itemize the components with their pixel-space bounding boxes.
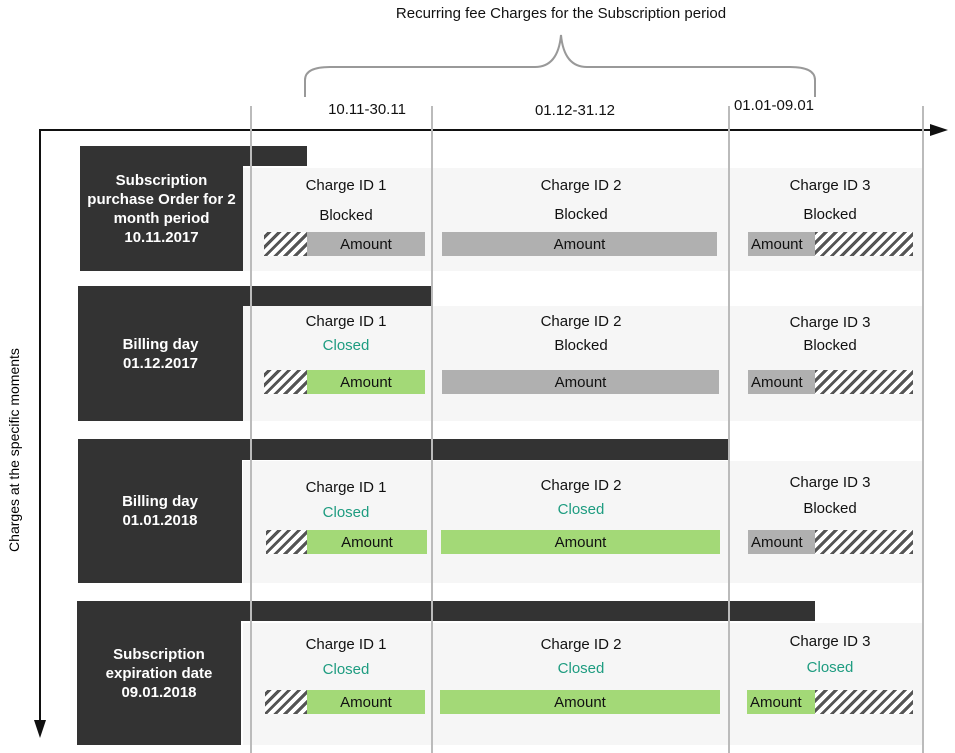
charge-title: Charge ID 3 bbox=[789, 177, 871, 194]
row-panel bbox=[243, 306, 923, 421]
charge-status: Closed bbox=[557, 501, 605, 518]
charge-title: Charge ID 2 bbox=[540, 177, 622, 194]
brace bbox=[304, 34, 816, 97]
moment-box: Subscription purchase Order for 2 month … bbox=[80, 146, 243, 271]
amount-bar: Amount bbox=[442, 370, 719, 394]
amount-label: Amount bbox=[751, 373, 803, 391]
amount-label: Amount bbox=[554, 533, 607, 551]
charge-title: Charge ID 1 bbox=[305, 177, 387, 194]
charge-status: Closed bbox=[322, 661, 370, 678]
period-boundary bbox=[431, 106, 433, 753]
amount-bar: Amount bbox=[441, 530, 720, 554]
period-boundary bbox=[728, 106, 730, 753]
charge-title: Charge ID 3 bbox=[789, 474, 871, 491]
hatched-remainder bbox=[815, 530, 913, 554]
amount-label: Amount bbox=[554, 373, 607, 391]
x-axis-arrow bbox=[930, 124, 948, 136]
charge-status: Blocked bbox=[803, 337, 857, 354]
charge-status: Blocked bbox=[554, 337, 608, 354]
amount-label: Amount bbox=[554, 693, 606, 711]
y-axis-arrow bbox=[34, 720, 46, 738]
timeline-bar bbox=[77, 601, 815, 621]
row-panel bbox=[243, 461, 923, 583]
moment-box: Billing day 01.01.2018 bbox=[78, 439, 242, 583]
charge-status: Blocked bbox=[803, 500, 857, 517]
charge-status: Closed bbox=[806, 659, 854, 676]
amount-label: Amount bbox=[341, 533, 393, 551]
charge-title: Charge ID 1 bbox=[305, 313, 387, 330]
hatched-remainder bbox=[815, 232, 913, 256]
amount-bar: Amount bbox=[307, 232, 425, 256]
hatched-remainder bbox=[266, 530, 307, 554]
period-label: 10.11-30.11 bbox=[328, 101, 406, 118]
hatched-remainder bbox=[815, 370, 913, 394]
period-label: 01.01-09.01 bbox=[733, 97, 815, 114]
hatched-remainder bbox=[265, 690, 307, 714]
amount-bar: Amount bbox=[440, 690, 720, 714]
hatched-remainder bbox=[264, 232, 307, 256]
period-label: 01.12-31.12 bbox=[534, 102, 616, 119]
moment-label: Billing day 01.12.2017 bbox=[122, 335, 199, 372]
amount-label: Amount bbox=[340, 693, 392, 711]
amount-label: Amount bbox=[750, 693, 802, 711]
amount-label: Amount bbox=[340, 235, 392, 253]
moment-label: Billing day 01.01.2018 bbox=[122, 493, 198, 529]
charge-title: Charge ID 2 bbox=[540, 477, 622, 494]
charge-status: Closed bbox=[557, 660, 605, 677]
charge-title: Charge ID 3 bbox=[789, 314, 871, 331]
amount-label: Amount bbox=[553, 235, 606, 253]
amount-bar: Amount bbox=[748, 530, 815, 554]
amount-bar: Amount bbox=[748, 370, 815, 394]
moment-box: Subscription expiration date 09.01.2018 bbox=[77, 601, 241, 745]
y-axis-label: Charges at the specific moments bbox=[6, 348, 22, 552]
amount-bar: Amount bbox=[307, 370, 425, 394]
period-boundary bbox=[250, 106, 252, 753]
amount-label: Amount bbox=[340, 373, 392, 391]
charge-status: Closed bbox=[322, 337, 370, 354]
row-panel bbox=[243, 623, 923, 745]
amount-bar: Amount bbox=[747, 690, 815, 714]
charge-status: Blocked bbox=[319, 207, 373, 224]
moment-label: Subscription expiration date 09.01.2018 bbox=[105, 645, 213, 701]
charge-title: Charge ID 3 bbox=[789, 633, 871, 650]
charge-status: Blocked bbox=[803, 206, 857, 223]
charge-status: Closed bbox=[322, 504, 370, 521]
charge-title: Charge ID 2 bbox=[540, 636, 622, 653]
period-boundary bbox=[922, 106, 924, 753]
amount-bar: Amount bbox=[307, 690, 425, 714]
charge-title: Charge ID 1 bbox=[305, 479, 387, 496]
diagram-title: Recurring fee Charges for the Subscripti… bbox=[395, 5, 727, 22]
hatched-remainder bbox=[815, 690, 913, 714]
hatched-remainder bbox=[264, 370, 307, 394]
amount-bar: Amount bbox=[307, 530, 427, 554]
charge-status: Blocked bbox=[554, 206, 608, 223]
moment-box: Billing day 01.12.2017 bbox=[78, 286, 243, 421]
moment-label: Subscription purchase Order for 2 month … bbox=[87, 171, 236, 246]
amount-bar: Amount bbox=[442, 232, 717, 256]
charge-title: Charge ID 1 bbox=[305, 636, 387, 653]
amount-bar: Amount bbox=[748, 232, 815, 256]
amount-label: Amount bbox=[751, 235, 803, 253]
charge-title: Charge ID 2 bbox=[540, 313, 622, 330]
amount-label: Amount bbox=[751, 533, 803, 551]
